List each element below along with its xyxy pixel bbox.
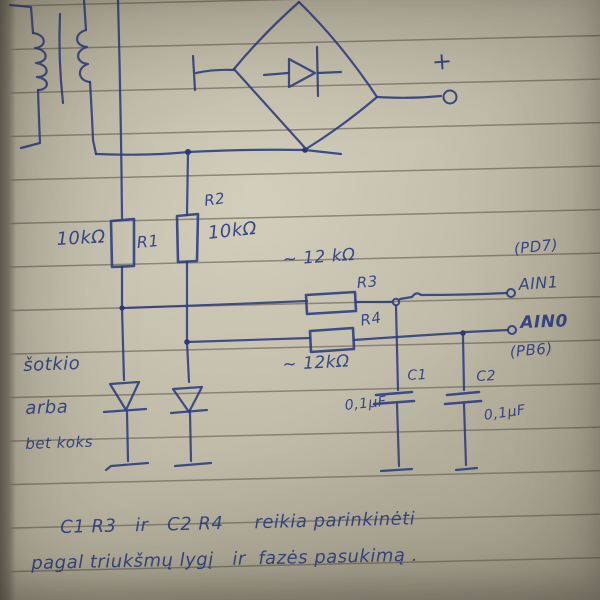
ain0-node-wires (184, 325, 517, 384)
capacitor-c2-symbol (443, 334, 483, 472)
diode-note-word1: šotkio (23, 353, 81, 376)
c2-ground-icon (454, 466, 479, 472)
plus-output-terminal (442, 89, 458, 105)
resistor-r4-symbol (308, 326, 356, 354)
diode-note-word3: bet koks (25, 432, 94, 453)
d2-ground-icon (173, 461, 213, 468)
ain1-terminal (506, 288, 516, 298)
ain1-node-wires (119, 288, 516, 382)
pin-pb6-label: (PB6) (509, 339, 554, 361)
resistor-r3-name-label: R3 (356, 272, 379, 292)
d1-ground-icon (104, 461, 150, 472)
c1-ground-icon (379, 467, 414, 473)
resistor-r2-symbol (175, 150, 200, 344)
wire-to-r1 (116, 0, 124, 220)
capacitor-c2-name-label: C2 (476, 367, 497, 385)
resistor-r1-symbol (109, 217, 136, 310)
paper-left-edge (0, 0, 16, 600)
resistor-r4-name-label: R4 (359, 308, 383, 330)
resistor-r1-value-label: 10kΩ (56, 226, 107, 250)
transformer-symbol (8, 0, 98, 156)
diode-d1-symbol (102, 380, 150, 472)
plus-polarity-label: + (431, 46, 454, 76)
diode-note-word2: arba (25, 396, 69, 419)
signal-ain0-label: AIN0 (520, 311, 569, 333)
resistor-r3-symbol (304, 290, 358, 316)
diode-d2-symbol (169, 385, 213, 468)
capacitor-c1-symbol (372, 304, 416, 473)
signal-ain1-label: AIN1 (518, 272, 560, 294)
resistor-r4-value-label: ~ 12kΩ (282, 351, 351, 375)
resistor-r1-name-label: R1 (136, 231, 160, 252)
bridge-rectifier (191, 0, 458, 151)
bridge-diode-icon (262, 45, 343, 98)
resistor-r2-name-label: R2 (203, 189, 227, 210)
capacitor-c1-name-label: C1 (407, 366, 428, 384)
ain0-terminal (507, 325, 517, 335)
